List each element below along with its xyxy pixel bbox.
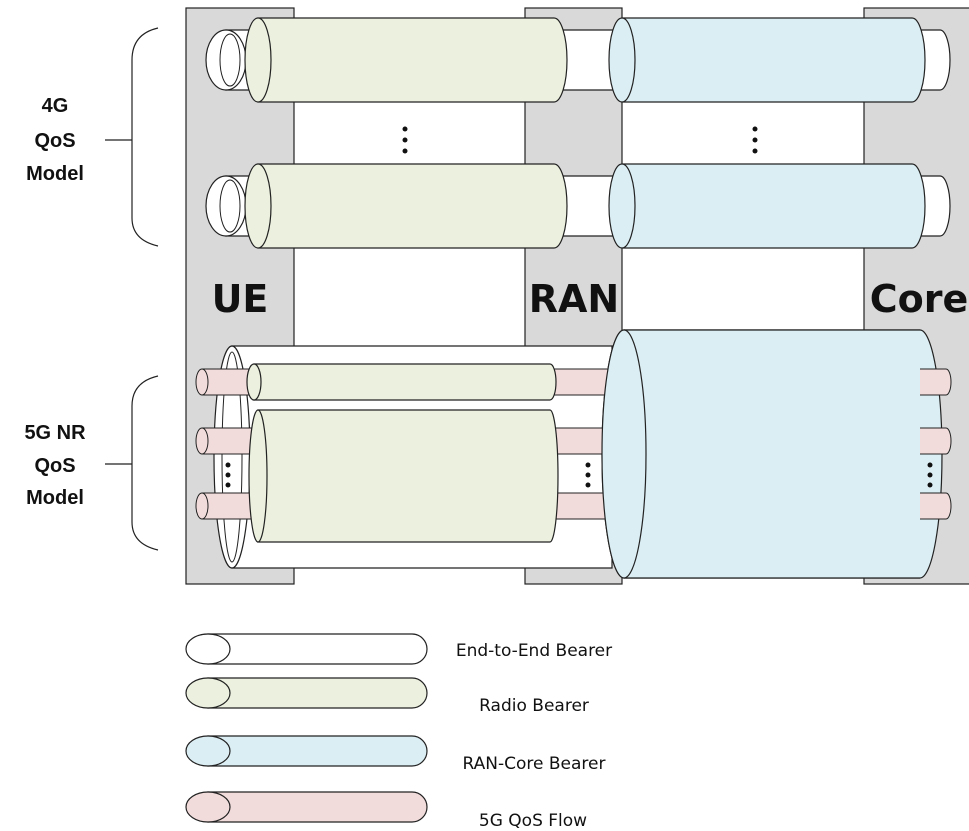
- ue-label: UE: [212, 277, 269, 321]
- vertical-dots-5g-ue: [226, 463, 231, 488]
- bearer-4g-top: [206, 18, 950, 102]
- model-label-5g-line3: Model: [26, 487, 84, 509]
- legend-item-qos-flow: 5G QoS Flow: [186, 792, 587, 831]
- model-label-4g-line1: 4G: [42, 95, 69, 117]
- vertical-dots-4g-core: [753, 127, 758, 154]
- legend-label-radio: Radio Bearer: [479, 696, 589, 716]
- legend-label-end-to-end: End-to-End Bearer: [456, 641, 612, 661]
- brace-5g: [132, 376, 158, 550]
- vertical-dots-5g-core: [928, 463, 933, 488]
- model-label-5g: 5G NR QoS Model: [24, 422, 86, 509]
- legend-label-ran-core: RAN-Core Bearer: [463, 754, 606, 774]
- ran-label: RAN: [529, 277, 619, 321]
- model-label-5g-line2: QoS: [34, 455, 75, 477]
- ran-core-bearer-5g-front: [602, 330, 920, 578]
- legend-item-ran-core: RAN-Core Bearer: [186, 736, 605, 774]
- legend-item-end-to-end: End-to-End Bearer: [186, 634, 612, 664]
- model-label-5g-line1: 5G NR: [24, 422, 86, 444]
- model-label-4g-line2: QoS: [34, 130, 75, 152]
- model-label-4g: 4G QoS Model: [26, 95, 84, 185]
- radio-bearer-5g-small: [247, 364, 556, 400]
- bearer-4g-bottom: [206, 164, 950, 248]
- vertical-dots-4g-radio: [403, 127, 408, 154]
- core-label: Core: [870, 277, 969, 321]
- model-label-4g-line3: Model: [26, 163, 84, 185]
- radio-bearer-5g-large: [249, 410, 558, 542]
- legend-item-radio: Radio Bearer: [186, 678, 589, 716]
- brace-4g: [132, 28, 158, 246]
- vertical-dots-5g-ran: [586, 463, 591, 488]
- legend-label-qos-flow: 5G QoS Flow: [479, 811, 587, 831]
- legend: End-to-End Bearer Radio Bearer RAN-Core …: [186, 634, 612, 831]
